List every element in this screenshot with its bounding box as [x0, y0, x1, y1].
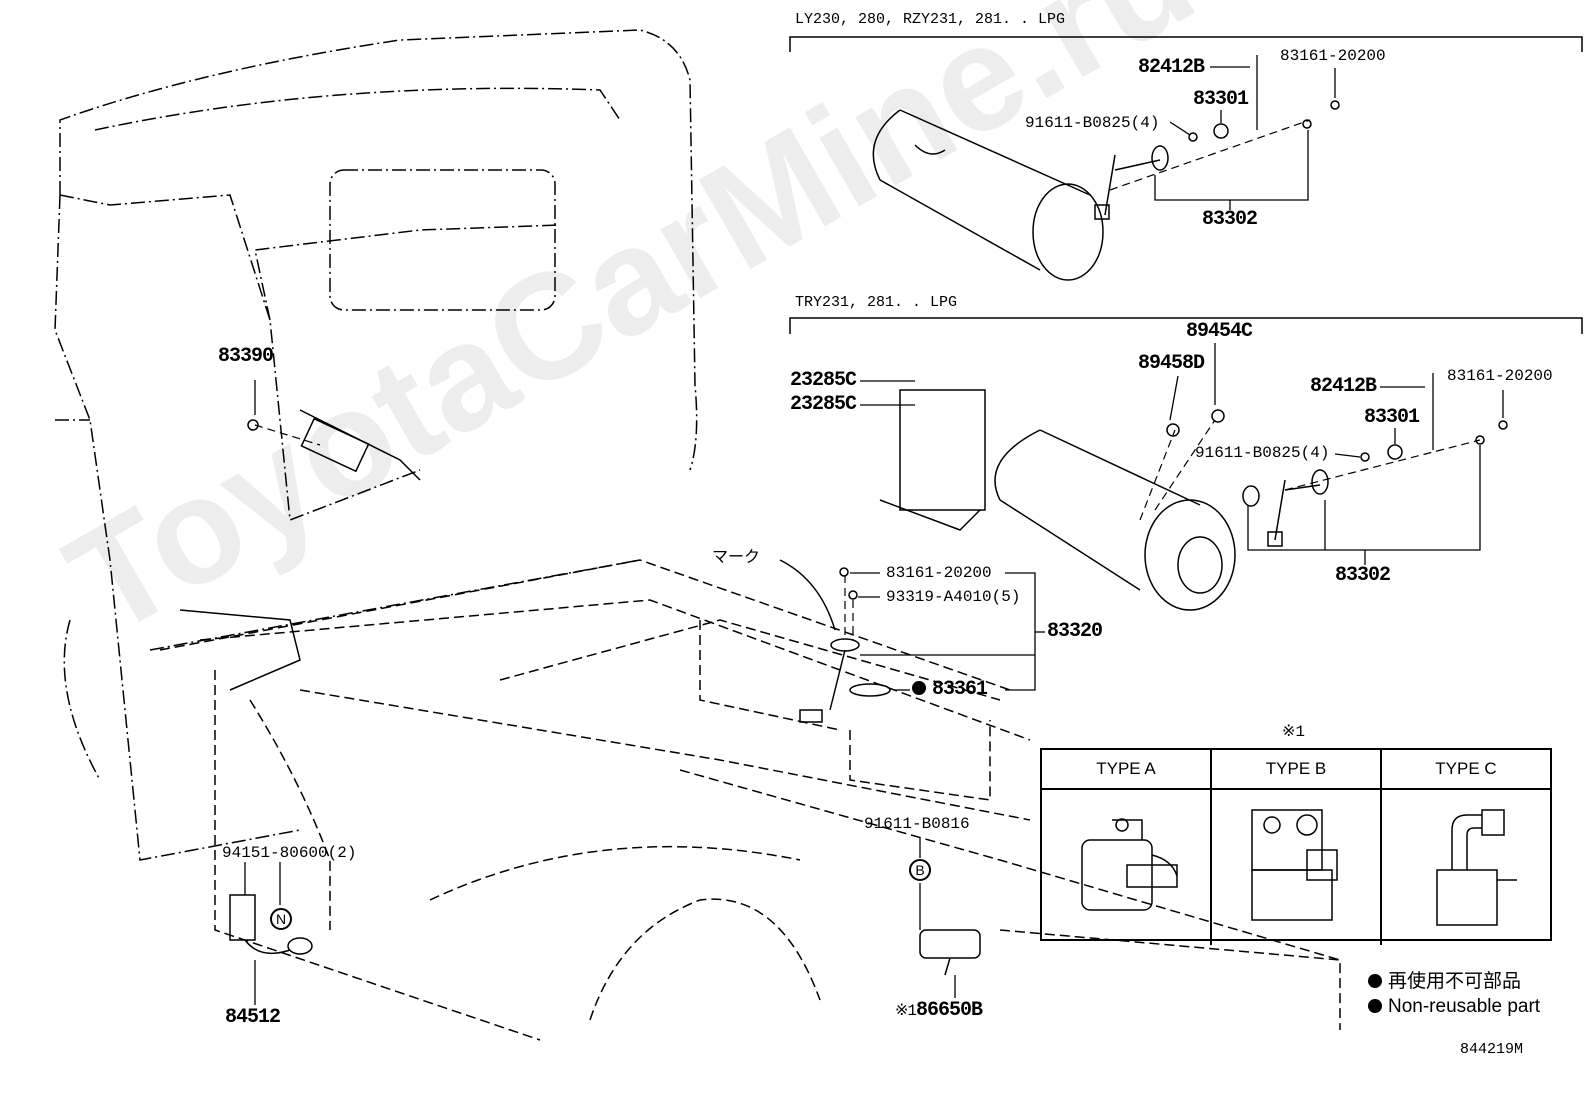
part-label-83301-middle[interactable]: 83301 — [1364, 406, 1420, 429]
part-label-91611-B0825-middle[interactable]: 91611-B0825(4) — [1195, 444, 1330, 462]
guide-lines — [254, 119, 1481, 640]
type-table-note: ※1 — [1282, 723, 1306, 741]
bracket-and-pipe — [179, 409, 421, 691]
lpg-tank-top — [872, 109, 1104, 281]
part-label-83361[interactable]: 83361 — [912, 678, 988, 701]
legend-dot-jp — [1368, 974, 1382, 988]
sensor-86650B — [919, 929, 981, 976]
lpg-tank-middle — [994, 429, 1236, 611]
type-a-illustration — [1042, 790, 1212, 945]
legend-jp-text: 再使用不可部品 — [1388, 971, 1522, 992]
part-label-83301-top[interactable]: 83301 — [1193, 88, 1249, 111]
part-label-91611-B0825-top[interactable]: 91611-B0825(4) — [1025, 114, 1160, 132]
section-brackets — [789, 36, 1583, 334]
part-label-83161-20200-lower[interactable]: 83161-20200 — [886, 564, 992, 582]
circle-marker-n: N — [270, 908, 292, 930]
type-c-illustration — [1382, 790, 1550, 945]
type-b-illustration — [1212, 790, 1382, 945]
circle-marker-b: B — [909, 859, 931, 881]
part-label-89458D[interactable]: 89458D — [1138, 352, 1205, 375]
part-label-83361-text: 83361 — [932, 678, 988, 701]
type-b-header: TYPE B — [1212, 750, 1382, 790]
part-label-86650B-text: 86650B — [916, 999, 983, 1022]
part-label-93319-A4010[interactable]: 93319-A4010(5) — [886, 588, 1021, 606]
fuel-pump-gauge — [779, 559, 891, 723]
part-label-82412B-middle[interactable]: 82412B — [1310, 375, 1377, 398]
part-label-83161-20200-middle[interactable]: 83161-20200 — [1447, 367, 1553, 385]
legend-en-text: Non-reusable part — [1388, 996, 1541, 1017]
part-label-23285C-a[interactable]: 23285C — [790, 369, 857, 392]
figure-id: 844219M — [1460, 1041, 1524, 1058]
type-c-header: TYPE C — [1382, 750, 1550, 790]
fasteners — [247, 100, 1508, 600]
note-ref-1: ※1 — [895, 1002, 917, 1020]
sensor-84512 — [229, 894, 313, 955]
part-label-83302-middle[interactable]: 83302 — [1335, 564, 1391, 587]
part-label-83320[interactable]: 83320 — [1047, 620, 1103, 643]
sender-gauge-assy-middle — [1242, 469, 1329, 547]
part-label-83161-20200-top[interactable]: 83161-20200 — [1280, 47, 1386, 65]
part-label-94151-80600[interactable]: 94151-80600(2) — [222, 844, 357, 862]
part-label-89454C[interactable]: 89454C — [1186, 320, 1253, 343]
part-label-82412B-top[interactable]: 82412B — [1138, 56, 1205, 79]
section-header-middle: TRY231, 281. . LPG — [795, 294, 958, 311]
legend-en: Non-reusable part — [1368, 997, 1540, 1016]
non-reusable-dot — [912, 681, 926, 695]
part-label-23285C-b[interactable]: 23285C — [790, 393, 857, 416]
part-label-84512[interactable]: 84512 — [225, 1006, 281, 1029]
section-header-top: LY230, 280, RZY231, 281. . LPG — [795, 11, 1066, 28]
part-label-91611-B0816[interactable]: 91611-B0816 — [864, 815, 970, 833]
valve-bracket — [879, 389, 986, 531]
vehicle-frame — [159, 559, 1341, 1041]
part-label-86650B[interactable]: ※186650B — [895, 999, 983, 1022]
part-label-83390[interactable]: 83390 — [218, 345, 274, 368]
type-table: TYPE A TYPE B TYPE C — [1040, 748, 1552, 945]
sender-gauge-assy-top — [1094, 145, 1169, 220]
vehicle-cab-outline — [54, 29, 698, 861]
legend-jp: 再使用不可部品 — [1368, 972, 1521, 991]
mark-label: マーク — [712, 549, 761, 567]
part-label-83302-top[interactable]: 83302 — [1202, 208, 1258, 231]
type-a-header: TYPE A — [1042, 750, 1212, 790]
legend-dot-en — [1368, 999, 1382, 1013]
leader-lines — [244, 55, 1504, 1005]
